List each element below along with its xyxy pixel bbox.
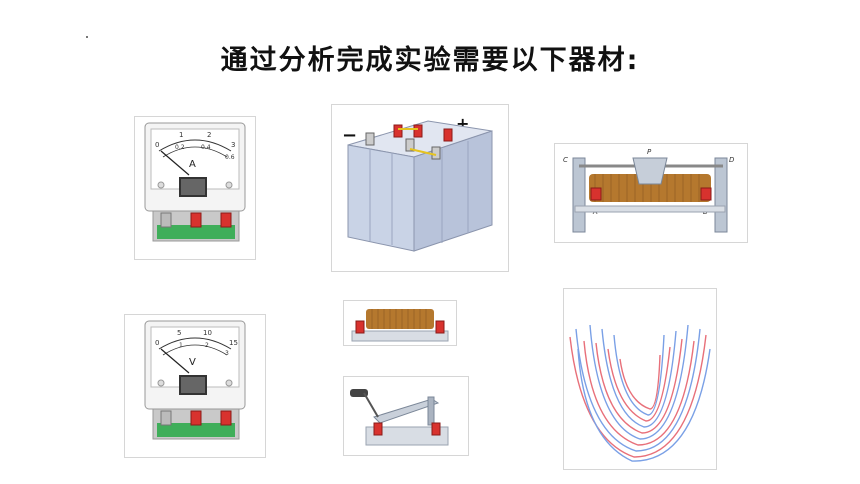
voltmeter-bottom-2: 2 <box>205 342 209 349</box>
voltmeter-image: 0 5 10 15 1 2 3 V <box>124 314 266 458</box>
voltmeter-top-3: 15 <box>229 339 238 347</box>
voltmeter-unit: V <box>189 357 196 368</box>
rheostat-label-c: C <box>563 156 568 164</box>
rheostat-label-p: P <box>647 148 652 156</box>
ammeter-bottom-3: 0.6 <box>225 154 235 161</box>
slide-title: 通过分析完成实验需要以下器材: <box>220 45 640 76</box>
ammeter-unit: A <box>189 159 196 170</box>
ammeter-top-2: 2 <box>207 131 211 139</box>
ammeter-sub-0: 0.2 <box>175 144 185 151</box>
voltmeter-top-1: 5 <box>177 329 181 337</box>
ammeter-image: 0 1 2 3 0.2 0.4 0.6 A <box>134 116 256 260</box>
slide-dot <box>86 36 88 38</box>
ammeter-top-3: 3 <box>231 141 235 149</box>
battery-minus: − <box>342 125 357 146</box>
rheostat-label-d: D <box>729 156 735 164</box>
ammeter-sub-1: 0.4 <box>201 144 211 151</box>
voltmeter-bottom-1: 1 <box>179 342 183 349</box>
rheostat-image: C P D A B <box>554 143 748 243</box>
resistor-image <box>343 300 457 346</box>
voltmeter-top-2: 10 <box>203 329 212 337</box>
voltmeter-bottom-3: 3 <box>225 350 229 357</box>
battery-image: − + <box>331 104 509 272</box>
wires-image <box>563 288 717 470</box>
voltmeter-top-0: 0 <box>155 339 159 347</box>
switch-image <box>343 376 469 456</box>
ammeter-top-1: 1 <box>179 131 183 139</box>
ammeter-top-0: 0 <box>155 141 159 149</box>
